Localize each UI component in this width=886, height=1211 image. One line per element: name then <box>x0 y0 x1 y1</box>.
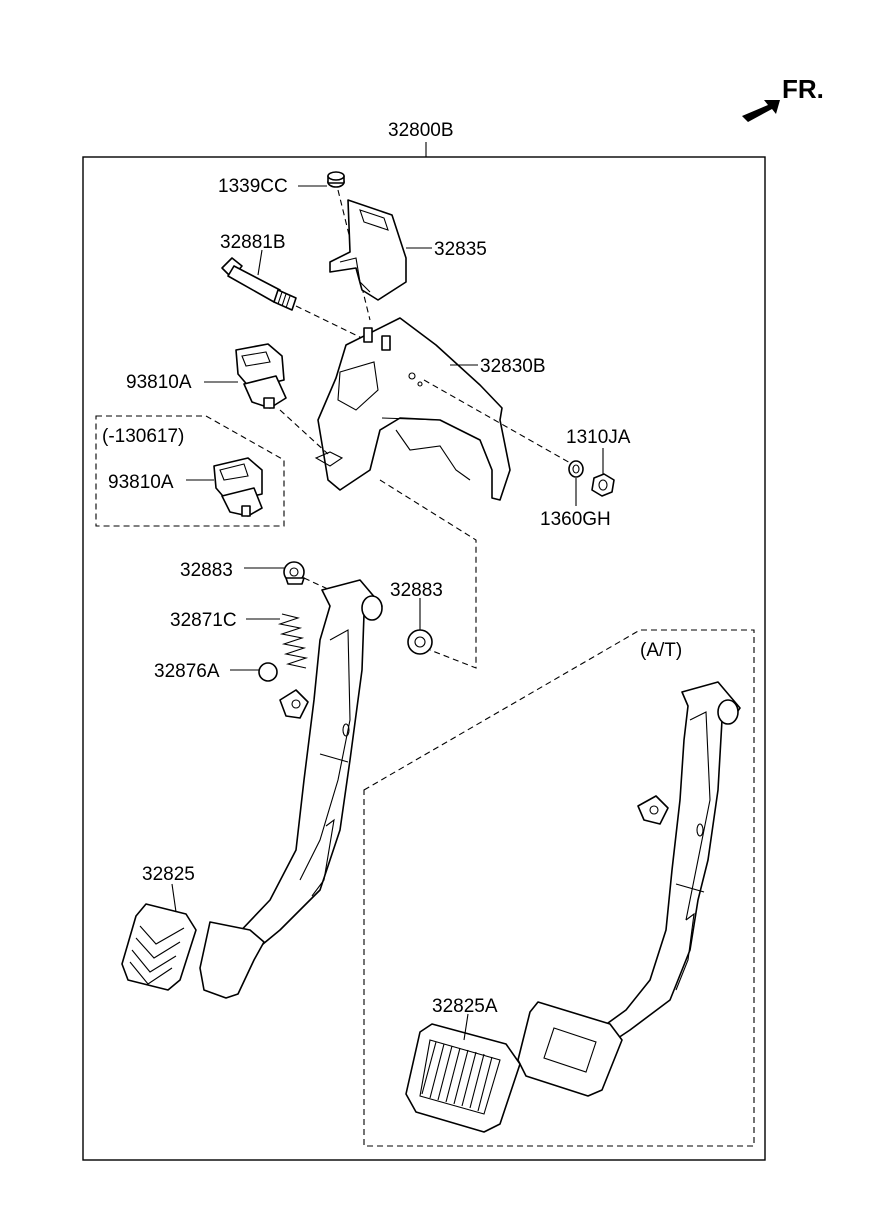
stop-switch-93810a-icon <box>235 343 287 409</box>
label-32883-left: 32883 <box>180 560 233 581</box>
label-1310ja: 1310JA <box>566 427 631 448</box>
label-32876a: 32876A <box>154 661 220 682</box>
front-direction-label: FR. <box>782 74 824 104</box>
pedal-pad-32825a-icon <box>405 1023 521 1133</box>
label-variant-early: (-130617) <box>102 426 184 447</box>
pedal-pad-32825-icon <box>121 903 197 991</box>
stop-switch-early-icon <box>213 457 263 517</box>
label-32835: 32835 <box>434 239 487 260</box>
stopper-32876a-icon <box>258 662 278 682</box>
label-32825: 32825 <box>142 864 195 885</box>
label-93810a-early: 93810A <box>108 472 174 493</box>
automatic-variant-box <box>363 629 755 1147</box>
label-32825a: 32825A <box>432 996 498 1017</box>
pedal-pad-bare-icon <box>199 921 265 999</box>
early-variant-box <box>95 415 285 527</box>
main-bracket-32830b-icon <box>314 317 511 501</box>
label-1360gh: 1360GH <box>540 509 611 530</box>
bracket-32835-icon <box>329 199 407 301</box>
washer-1360gh-icon <box>568 460 584 478</box>
label-variant-automatic: (A/T) <box>640 640 682 661</box>
bushing-32883-left-icon <box>283 561 305 585</box>
assembly-part-label: 32800B <box>388 120 454 141</box>
label-32881b: 32881B <box>220 232 286 253</box>
nut-1310ja-icon <box>591 473 615 497</box>
label-1339cc: 1339CC <box>218 176 288 197</box>
nut-1339cc-icon <box>327 171 345 188</box>
label-32871c: 32871C <box>170 610 237 631</box>
assembly-frame <box>82 156 766 1161</box>
label-93810a: 93810A <box>126 372 192 393</box>
bolt-32881b-icon <box>221 257 297 311</box>
front-direction-arrow-icon <box>742 100 780 122</box>
pedal-arm-automatic-icon <box>589 681 741 1051</box>
label-32830b: 32830B <box>480 356 546 377</box>
label-32883-right: 32883 <box>390 580 443 601</box>
pedal-arm-manual-icon <box>231 579 383 959</box>
pedal-pad-automatic-bare-icon <box>517 1001 623 1097</box>
bushing-32883-right-icon <box>407 629 433 655</box>
spring-32871c-icon <box>277 613 309 669</box>
